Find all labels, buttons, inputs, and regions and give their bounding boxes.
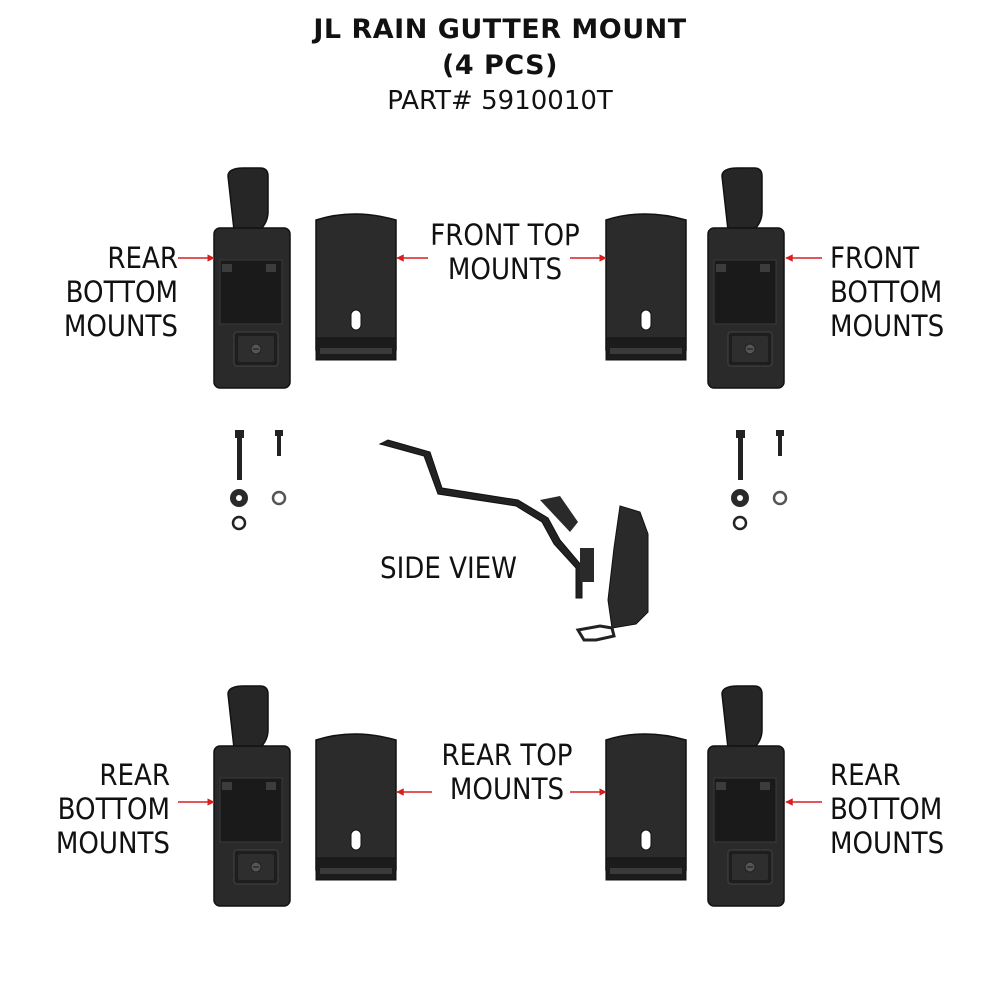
- rear-bottom-mount-bottom-left: [213, 685, 291, 907]
- front-top-mount-left: [315, 213, 397, 361]
- title-line-2: (4 PCS): [442, 50, 558, 81]
- side-view-drawing: [378, 439, 649, 642]
- front-top-mount-right: [605, 213, 687, 361]
- rear-top-mount-left: [315, 733, 397, 881]
- part-number: PART# 5910010T: [387, 86, 613, 116]
- label-rear-bottom-mounts-top-left: REAR BOTTOM MOUNTS: [63, 241, 178, 343]
- rear-bottom-mount-top-left: [213, 167, 291, 389]
- label-rear-bottom-mounts-bottom-right: REAR BOTTOM MOUNTS: [830, 758, 945, 860]
- rear-bottom-mount-bottom-right: [707, 685, 785, 907]
- hardware-left: [228, 428, 287, 531]
- label-front-top-mounts: FRONT TOP MOUNTS: [430, 218, 580, 286]
- label-side-view: SIDE VIEW: [380, 551, 517, 585]
- label-front-bottom-mounts: FRONT BOTTOM MOUNTS: [830, 241, 945, 343]
- label-rear-bottom-mounts-bottom-left: REAR BOTTOM MOUNTS: [55, 758, 170, 860]
- rear-top-mount-right: [605, 733, 687, 881]
- title-line-1: JL RAIN GUTTER MOUNT: [313, 14, 687, 45]
- hardware-right: [729, 428, 788, 531]
- front-bottom-mount: [707, 167, 785, 389]
- label-rear-top-mounts: REAR TOP MOUNTS: [441, 738, 573, 806]
